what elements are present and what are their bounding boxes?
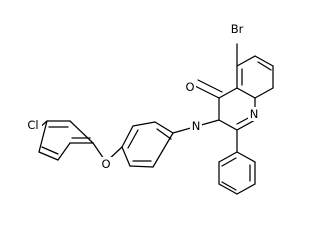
bond: [38, 120, 48, 153]
bond: [156, 128, 172, 140]
bond: [129, 165, 154, 168]
bond: [121, 125, 134, 148]
bond: [254, 55, 274, 67]
bond: [221, 181, 237, 191]
ether-oxygen-label: O: [101, 157, 110, 171]
bonds: [37, 43, 274, 195]
bond: [257, 61, 272, 71]
bond: [254, 87, 274, 99]
nitrogen-n3-label: N: [192, 119, 201, 133]
bond: [236, 55, 256, 67]
nitrogen-n1-label: N: [250, 107, 259, 121]
bond: [154, 121, 174, 134]
bond: [69, 120, 94, 144]
bond: [197, 79, 223, 93]
bond: [236, 87, 256, 99]
bond: [218, 151, 238, 163]
atom-labels: Br O N N O Cl: [26, 22, 260, 171]
bond: [218, 119, 238, 131]
bond: [57, 142, 71, 161]
chlorine-atom-label: Cl: [27, 118, 38, 132]
bond: [41, 146, 59, 155]
bond: [218, 87, 238, 99]
bond: [236, 183, 256, 195]
bond: [194, 85, 220, 99]
bond: [127, 129, 139, 149]
carbonyl-oxygen-label: O: [185, 80, 194, 94]
bond: [132, 121, 156, 127]
bond: [236, 119, 256, 131]
bond: [121, 146, 131, 167]
bond: [152, 132, 174, 168]
bond: [236, 151, 256, 163]
bromine-atom-label: Br: [231, 22, 244, 36]
bond: [38, 151, 59, 161]
bond: [218, 183, 238, 195]
bond: [221, 157, 237, 167]
molecule-structure-diagram: Br O N N O Cl: [26, 22, 274, 195]
